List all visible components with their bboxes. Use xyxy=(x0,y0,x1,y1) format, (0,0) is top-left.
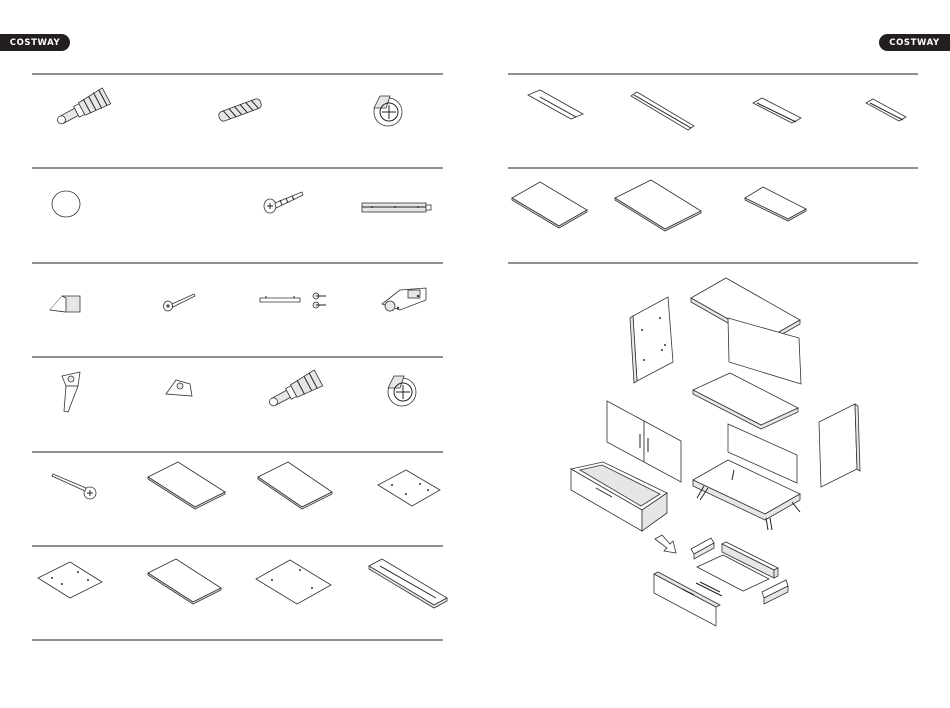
right-door xyxy=(644,421,681,482)
l-bracket-icon xyxy=(50,296,80,312)
long-narrow-board-icon xyxy=(631,92,694,130)
exploded-cabinet-assembly xyxy=(571,278,860,626)
cam-bolt-icon xyxy=(266,370,323,412)
panel-icon xyxy=(148,462,225,509)
furniture-leg-icon xyxy=(62,372,80,412)
cam-lock-icon xyxy=(374,96,402,126)
long-screw-icon xyxy=(52,474,96,499)
hinge-icon xyxy=(382,288,426,311)
right-side-panel xyxy=(819,404,857,487)
flat-panel-icon xyxy=(512,182,587,228)
panel-with-holes-icon xyxy=(38,562,102,598)
drawer-slide-icon xyxy=(362,203,431,212)
left-door xyxy=(607,401,644,462)
right-parts-grid xyxy=(508,74,918,263)
small-board-icon xyxy=(866,99,906,121)
large-flat-panel-icon xyxy=(615,180,701,231)
panel-with-holes-icon xyxy=(378,470,440,506)
panel-icon xyxy=(258,462,332,509)
long-rail-panel-icon xyxy=(369,559,447,608)
leg-plate-icon xyxy=(166,380,192,396)
left-parts-grid xyxy=(32,74,443,640)
arrow-icon xyxy=(655,535,676,553)
wood-screw-icon xyxy=(264,192,303,213)
handle-with-screws-icon xyxy=(260,293,326,308)
panel-icon xyxy=(148,559,221,604)
small-screw-icon xyxy=(164,294,196,311)
cam-bolt-icon xyxy=(54,88,111,130)
small-flat-panel-icon xyxy=(745,187,806,221)
wooden-dowel-icon xyxy=(218,98,263,122)
narrow-board-icon xyxy=(528,90,583,119)
panel-with-holes-icon xyxy=(256,560,331,604)
round-pad-icon xyxy=(52,191,80,217)
cam-lock-icon xyxy=(388,376,416,406)
left-side-panel xyxy=(633,297,673,381)
short-board-icon xyxy=(753,98,801,123)
